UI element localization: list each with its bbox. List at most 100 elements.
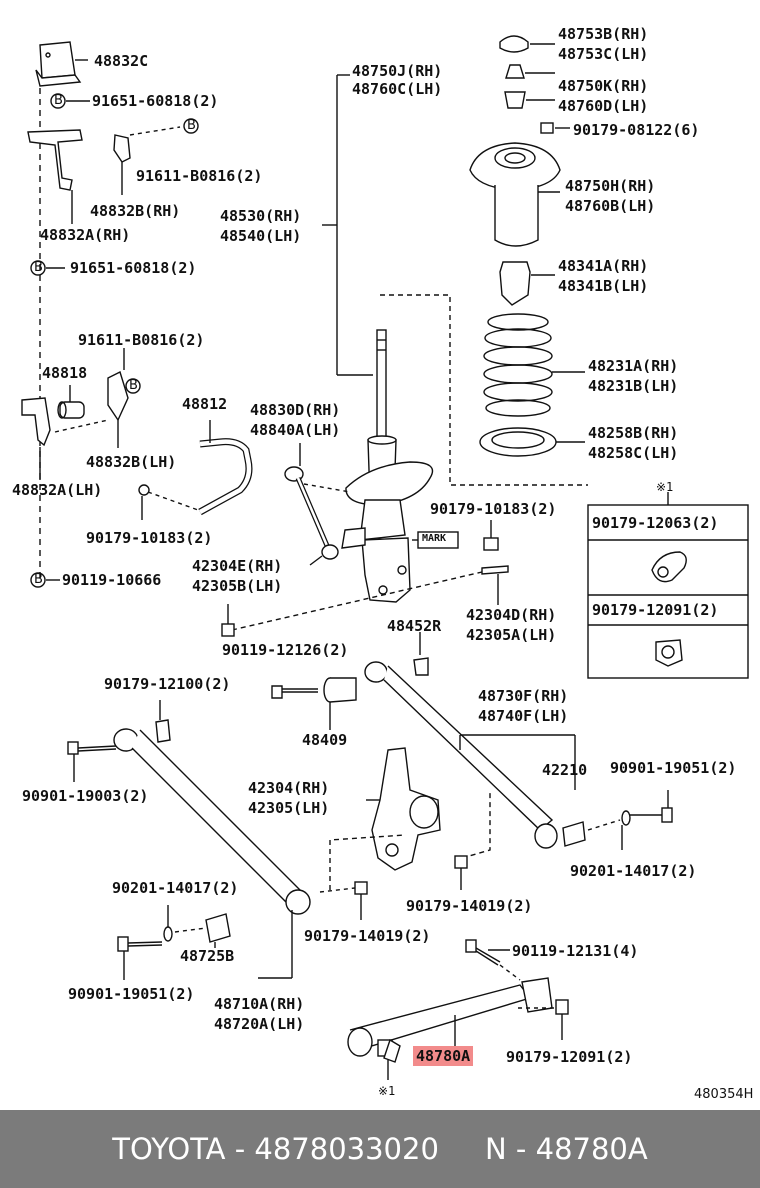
label-48750h: 48750H(RH) <box>565 177 656 195</box>
label-48720a: 48720A(LH) <box>214 1015 305 1033</box>
label-91611-b0816-a: 91611-B0816(2) <box>136 167 263 185</box>
label-mark: MARK <box>422 533 447 544</box>
footer-sep-2: - <box>506 1132 536 1166</box>
label-48832b-lh: 48832B(LH) <box>86 453 177 471</box>
b-marker-3: B <box>34 260 43 275</box>
inset-box <box>587 492 749 679</box>
label-90179-12091: 90179-12091(2) <box>506 1048 633 1066</box>
label-48231b: 48231B(LH) <box>588 377 679 395</box>
label-48750j: 48750J(RH) <box>352 62 443 80</box>
label-48258c: 48258C(LH) <box>588 444 679 462</box>
label-42305b: 42305B(LH) <box>192 577 283 595</box>
label-48753c: 48753C(LH) <box>558 45 649 63</box>
label-48760b: 48760B(LH) <box>565 197 656 215</box>
arm-48730f <box>364 661 558 849</box>
footer-brand: TOYOTA <box>112 1132 226 1166</box>
mount-parts <box>469 35 570 306</box>
label-90901-19003: 90901-19003(2) <box>22 787 149 805</box>
label-91651-60818-a: 91651-60818(2) <box>92 92 219 110</box>
label-48840a: 48840A(LH) <box>250 421 341 439</box>
label-48409: 48409 <box>302 731 348 749</box>
bracket-48832a-lh <box>21 397 51 480</box>
label-48832a-rh: 48832A(RH) <box>40 226 131 244</box>
b-marker-2: B <box>187 118 196 133</box>
label-48530: 48530(RH) <box>220 207 302 225</box>
label-48832a-lh: 48832A(LH) <box>12 481 103 499</box>
shock-absorber <box>341 329 434 603</box>
knuckle-42304 <box>366 747 441 871</box>
footer-gap <box>439 1132 485 1166</box>
bolt-90119-12126 <box>271 685 318 699</box>
b-marker-1: B <box>54 93 63 108</box>
footer-n-label: N <box>485 1132 507 1166</box>
label-90119-10666: 90119-10666 <box>62 571 162 589</box>
footer-sep-1: - <box>225 1132 255 1166</box>
b-marker-5: B <box>34 572 43 587</box>
label-48750k: 48750K(RH) <box>558 77 649 95</box>
label-48760c: 48760C(LH) <box>352 80 443 98</box>
inset-label-top: 90179-12063(2) <box>592 514 719 532</box>
note-marker-rod: ※1 <box>378 1084 396 1098</box>
b-marker-4: B <box>129 378 138 393</box>
note-marker-inset: ※1 <box>656 480 674 494</box>
coil-spring <box>483 313 585 417</box>
label-42305a: 42305A(LH) <box>466 626 557 644</box>
label-48231a: 48231A(RH) <box>588 357 679 375</box>
label-42210: 42210 <box>542 761 588 779</box>
bushing-48725b <box>205 913 231 948</box>
label-90901-19051-b: 90901-19051(2) <box>68 985 195 1003</box>
label-42304: 42304(RH) <box>248 779 330 797</box>
bushing-48818 <box>57 385 85 419</box>
diagram-drawing <box>21 35 749 1080</box>
arm-48710a <box>113 728 311 915</box>
label-90179-10183-a: 90179-10183(2) <box>86 529 213 547</box>
diagram-code: 480354H <box>694 1087 754 1102</box>
label-48341b: 48341B(LH) <box>558 277 649 295</box>
label-90179-10183-b: 90179-10183(2) <box>430 500 557 518</box>
cam-48409 <box>323 677 357 730</box>
bolt-right <box>587 790 673 850</box>
label-48341a: 48341A(RH) <box>558 257 649 275</box>
parts-diagram: 48832C B 91651-60818(2) B 91611-B0816(2)… <box>12 25 754 1102</box>
rod-48780a <box>347 977 553 1080</box>
label-48780a-highlight: 48780A <box>413 1046 474 1066</box>
label-42304d: 42304D(RH) <box>466 606 557 624</box>
bolt-90901-19003 <box>67 741 117 782</box>
bolt-90119-12131 <box>465 939 521 981</box>
footer-bar: TOYOTA - 4878033020 N - 48780A <box>0 1110 760 1188</box>
label-48540: 48540(LH) <box>220 227 302 245</box>
inset-label-bottom: 90179-12091(2) <box>592 601 719 619</box>
label-90119-12126: 90119-12126(2) <box>222 641 349 659</box>
label-48760d: 48760D(LH) <box>558 97 649 115</box>
stabilizer-link <box>284 443 351 566</box>
label-48452r: 48452R <box>387 617 442 635</box>
label-48830d: 48830D(RH) <box>250 401 341 419</box>
stabilizer-bar-48812 <box>198 420 253 516</box>
label-48818: 48818 <box>42 364 88 382</box>
label-48832c: 48832C <box>94 52 149 70</box>
label-91651-60818-b: 91651-60818(2) <box>70 259 197 277</box>
label-90179-14019-a: 90179-14019(2) <box>406 897 533 915</box>
footer-part-number: 4878033020 <box>254 1132 439 1166</box>
label-48730f: 48730F(RH) <box>478 687 569 705</box>
label-48740f: 48740F(LH) <box>478 707 569 725</box>
bracket-48832b-rh <box>113 118 199 195</box>
label-90201-14017-a: 90201-14017(2) <box>570 862 697 880</box>
bolt-90901-19051 <box>117 936 163 980</box>
label-90119-12131: 90119-12131(4) <box>512 942 639 960</box>
label-48258b: 48258B(RH) <box>588 424 679 442</box>
label-90201-14017-b: 90201-14017(2) <box>112 879 239 897</box>
label-90179-12100: 90179-12100(2) <box>104 675 231 693</box>
label-48710a: 48710A(RH) <box>214 995 305 1013</box>
footer-n-value: 48780A <box>535 1132 648 1166</box>
label-48725b: 48725B <box>180 947 235 965</box>
label-42305: 42305(LH) <box>248 799 330 817</box>
bracket-48832a-rh <box>27 129 83 224</box>
label-48812: 48812 <box>182 395 228 413</box>
label-90901-19051-a: 90901-19051(2) <box>610 759 737 777</box>
bracket-48832b-lh <box>107 371 129 448</box>
label-48832b-rh: 48832B(RH) <box>90 202 181 220</box>
label-90179-14019-b: 90179-14019(2) <box>304 927 431 945</box>
label-91611-b0816-b: 91611-B0816(2) <box>78 331 205 349</box>
label-42304e: 42304E(RH) <box>192 557 283 575</box>
